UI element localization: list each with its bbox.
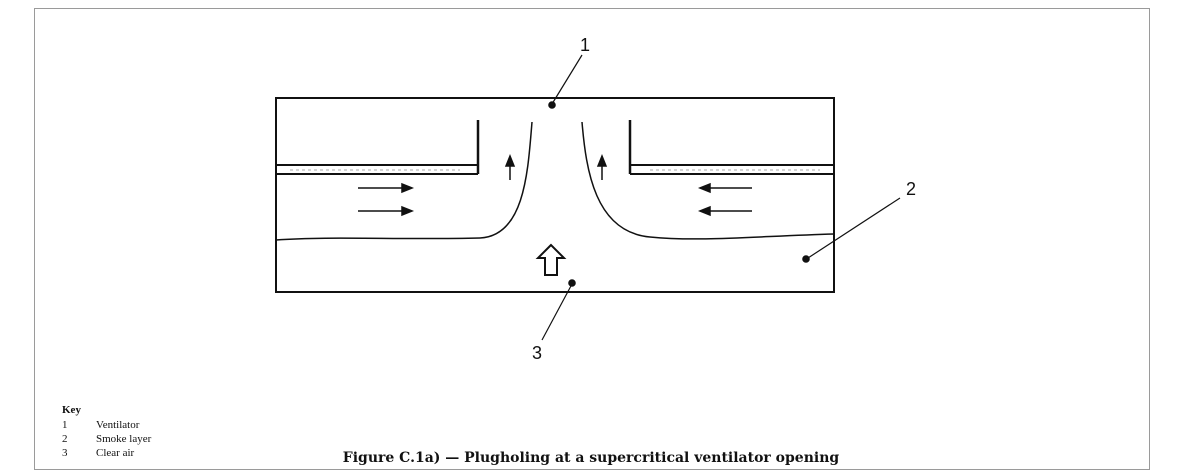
key-item-number: 2	[62, 433, 68, 445]
callout-1: 1	[580, 35, 591, 55]
key-item-number: 3	[62, 447, 68, 459]
figure-frame	[34, 8, 1150, 470]
key-item: 2 Smoke layer	[62, 432, 151, 446]
ventilator-walls	[476, 120, 632, 174]
clear-air-up-arrow	[535, 243, 567, 276]
key-title: Key	[62, 404, 81, 416]
flow-arrows-right	[697, 182, 752, 217]
flow-arrows-left	[358, 182, 415, 217]
key-item: 1 Ventilator	[62, 418, 151, 432]
compartment-outline	[275, 97, 835, 293]
key-item-label: Smoke layer	[96, 433, 152, 445]
key-item-label: Ventilator	[96, 419, 140, 431]
figure-caption: Figure C.1a) — Plugholing at a supercrit…	[342, 450, 840, 466]
key-item-number: 1	[62, 419, 68, 431]
ceiling-right	[630, 164, 834, 175]
key-legend: Key 1 Ventilator 2 Smoke layer 3 Clear a…	[62, 404, 151, 460]
vent-up-arrows	[504, 153, 608, 180]
ceiling-left	[276, 164, 478, 175]
smoke-layer-interface	[275, 121, 835, 241]
key-item-label: Clear air	[96, 447, 135, 459]
callout-3: 3	[532, 343, 543, 363]
callout-2: 2	[906, 179, 917, 199]
key-item: 3 Clear air	[62, 446, 151, 460]
callout-leaders	[541, 54, 901, 341]
